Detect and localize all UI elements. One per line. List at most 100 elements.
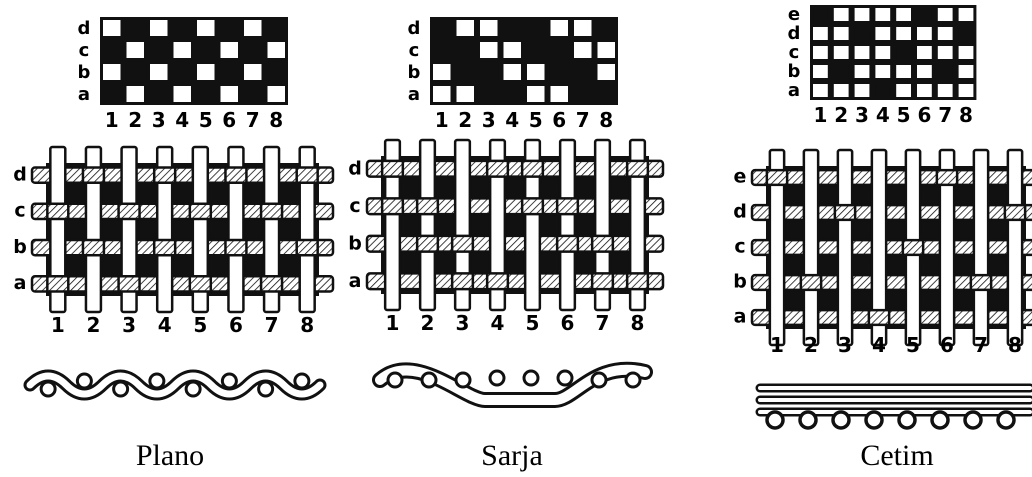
cetim-draft-col-label: 6	[917, 103, 931, 127]
plano-draft-col-label: 6	[222, 108, 236, 132]
plano-weft-float	[295, 238, 319, 257]
sarja-warp-thread	[558, 138, 577, 312]
cetim-draft-row-label: e	[788, 4, 800, 25]
cetim-xsec-warp	[864, 410, 884, 430]
cetim-draft-row-label: a	[788, 80, 800, 101]
plano-xsec-weft	[26, 372, 324, 398]
cetim-draft-cell	[854, 46, 870, 59]
sarja-draft-cell	[456, 64, 474, 80]
plano-cross-section	[23, 369, 327, 401]
cetim-xsec-warp	[831, 410, 851, 430]
plano-draft-cell	[173, 86, 191, 102]
sarja-draft-cell	[574, 20, 592, 36]
sarja-draft-cell	[550, 42, 568, 58]
cetim-draft-cell	[813, 27, 828, 40]
sarja-draft-cell	[527, 20, 545, 36]
plano-draft-cell	[126, 64, 144, 80]
plano-weft-float	[46, 275, 70, 293]
sarja-weft-float	[415, 234, 440, 253]
cetim-warp-thread	[1006, 148, 1024, 347]
plano-weft-float	[117, 202, 141, 221]
cetim-draft-cell	[875, 65, 891, 78]
cetim-warp-thread	[836, 148, 854, 347]
plano-warp-thread	[155, 145, 174, 314]
sarja-weave-col-label: 4	[491, 311, 505, 335]
cetim-draft-cell	[958, 8, 974, 21]
cetim-draft-cell	[875, 46, 891, 59]
sarja-weave-col-label: 6	[561, 311, 575, 335]
sarja-weave-col-label: 3	[456, 311, 470, 335]
sarja-weft-float	[520, 159, 545, 178]
cetim-draft-row-label: d	[788, 23, 801, 44]
plano-weft-float	[295, 166, 319, 184]
sarja-xsec-warp	[454, 371, 472, 389]
cetim-draft-cell	[896, 46, 911, 59]
cetim-weave-col-label: 7	[974, 333, 988, 357]
cetim-draft-cell	[896, 8, 911, 21]
sarja-weft-float	[380, 159, 405, 178]
cetim-warp-thread	[938, 148, 956, 347]
sarja-weave-col-label: 2	[421, 311, 435, 335]
sarja-warp-thread	[383, 138, 402, 312]
cetim-weft-float	[901, 238, 925, 257]
cetim-draft-cell	[937, 46, 953, 59]
plano-draft-cell	[267, 86, 285, 102]
plano-draft-cell	[220, 20, 238, 36]
cetim-draft-col-label: 1	[813, 103, 827, 127]
cetim-draft-col-label: 8	[959, 103, 973, 127]
cetim-draft-cell	[833, 46, 849, 59]
cetim-weave-row-label: d	[733, 201, 747, 223]
plano-draft-col-label: 2	[128, 108, 142, 132]
cetim-weft-float	[969, 273, 993, 292]
sarja-xsec-warp	[590, 371, 608, 389]
plano-warp-thread	[298, 145, 316, 314]
cetim-draft-cell	[833, 27, 849, 40]
plano-xsec-warp	[39, 380, 57, 398]
sarja-weave-col-label: 5	[526, 311, 540, 335]
cetim-draft-cell	[875, 27, 891, 40]
sarja-draft-cell	[480, 86, 498, 102]
sarja-weft-float	[590, 234, 615, 253]
sarja-weave-row-label: b	[348, 232, 362, 254]
sarja-draft-cell	[480, 64, 498, 80]
cetim-weft-float	[833, 203, 857, 222]
plano-weft-thread	[30, 238, 335, 257]
cetim-draft-cell	[854, 27, 870, 40]
cetim-draft-row-label: c	[789, 42, 800, 63]
plano-draft-row-label: d	[78, 18, 91, 39]
sarja-weft-float	[485, 272, 510, 291]
sarja-draft-cell	[503, 20, 521, 36]
sarja-draft-cell	[480, 20, 498, 36]
plano-weft-float	[152, 238, 177, 257]
plano-draft-col-label: 1	[105, 108, 119, 132]
plano-draft-cell	[267, 20, 285, 36]
cetim-weft-float	[765, 168, 789, 187]
plano-draft-cell	[150, 64, 168, 80]
cetim-draft-cell	[896, 27, 911, 40]
sarja-warp-thread	[488, 138, 507, 312]
plano-draft-cell	[150, 86, 168, 102]
plano-draft-col-label: 5	[199, 108, 213, 132]
plano-draft-cell	[103, 86, 121, 102]
plano-draft-cell	[244, 42, 262, 58]
sarja-draft-cell	[433, 64, 451, 80]
sarja-warp-thread	[418, 138, 437, 312]
sarja-weft-float	[555, 234, 580, 253]
sarja-draft-cell	[550, 86, 568, 102]
cetim-draft-cell	[958, 65, 974, 78]
sarja-weft-float	[625, 159, 650, 178]
plano-draft-cell	[103, 42, 121, 58]
sarja-draft-row-label: d	[408, 18, 421, 39]
cetim-cross-section	[755, 383, 1032, 430]
plano-xsec-warp	[220, 372, 238, 390]
cetim-draft-cell	[958, 84, 974, 97]
sarja-draft-col-label: 8	[599, 108, 613, 132]
plano-draft-row-label: b	[78, 62, 91, 83]
sarja-weft-float	[415, 197, 440, 216]
sarja-draft-col-label: 2	[458, 108, 472, 132]
cetim-draft-cell	[937, 27, 953, 40]
plano-draft-cell	[126, 20, 144, 36]
